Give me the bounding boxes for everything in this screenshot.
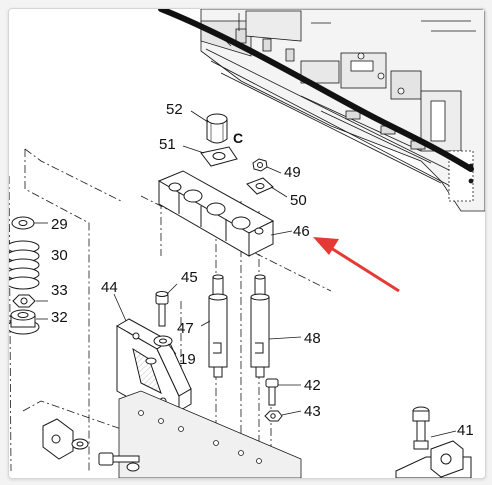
callout-29: 29: [51, 216, 68, 233]
cable: [158, 9, 474, 172]
callout-30: 30: [51, 247, 68, 264]
part-29-washer: [11, 216, 35, 230]
part-44-bracket: [116, 318, 192, 420]
callout-42: 42: [304, 377, 321, 394]
callout-46: 46: [293, 223, 310, 240]
callout-44: 44: [101, 279, 118, 296]
callout-47: 47: [177, 320, 194, 337]
callout-52: 52: [166, 101, 183, 118]
part-50-clip: [246, 177, 274, 195]
part-33-nut: [12, 294, 36, 308]
callout-43: 43: [304, 403, 321, 420]
callout-50: 50: [290, 192, 307, 209]
part-41-bolt: [412, 406, 430, 450]
part-46-clamp-block: [157, 170, 275, 257]
leader-lines: [34, 110, 457, 438]
lower-screw: [98, 452, 140, 472]
machine-body: [200, 9, 485, 212]
callout-labels: C 52 51 49 50 46 29 30 33 32 44 45 47 19…: [51, 101, 474, 439]
part-48-pin: [250, 274, 270, 378]
lower-left-block: [42, 418, 74, 460]
lower-washer: [71, 438, 89, 450]
part-45-screw: [155, 291, 169, 327]
part-43-nut: [264, 410, 283, 422]
callout-48: 48: [304, 330, 321, 347]
callout-51: 51: [159, 136, 176, 153]
callout-32: 32: [51, 309, 68, 326]
callout-45: 45: [181, 269, 198, 286]
part-42-screw: [265, 378, 279, 406]
part-30-spring: [9, 240, 40, 290]
base-plate: [118, 390, 302, 478]
exploded-parts-diagram: C 52 51 49 50 46 29 30 33 32 44 45 47 19…: [9, 9, 485, 478]
part-51-plate: [200, 146, 238, 167]
diagram-frame: C 52 51 49 50 46 29 30 33 32 44 45 47 19…: [8, 8, 486, 479]
callout-49: 49: [284, 164, 301, 181]
part-19-washer: [153, 335, 173, 347]
callout-33: 33: [51, 282, 68, 299]
part-49-nut: [252, 158, 268, 172]
red-arrow-icon: [313, 237, 400, 293]
callout-19: 19: [179, 351, 196, 368]
part-52-cap: [206, 113, 228, 144]
part-32-bushing: [9, 309, 40, 335]
callout-c: C: [233, 130, 243, 146]
callout-41: 41: [457, 422, 474, 439]
part-47-pin: [208, 274, 228, 378]
part-41-base: [395, 440, 472, 478]
